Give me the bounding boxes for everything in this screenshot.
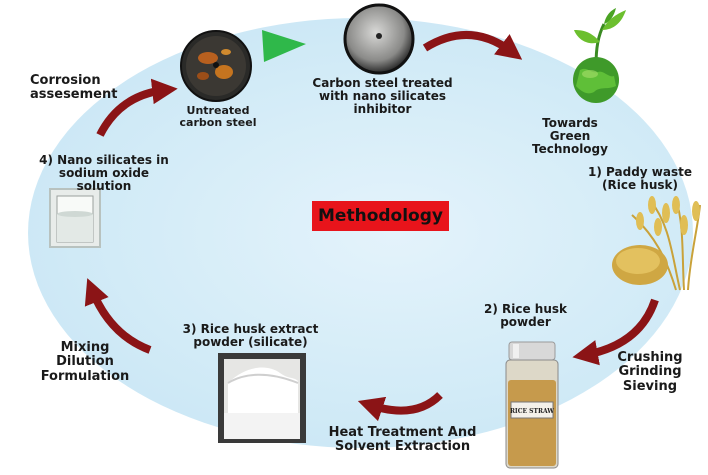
paddy-waste-label: 1) Paddy waste (Rice husk) [588, 165, 692, 193]
globe-sprout-icon [573, 8, 626, 103]
arrow-extract-to-mixing [84, 278, 152, 354]
mixing-step-label: Mixing Dilution Formulation [40, 340, 130, 384]
rice-husk-powder-label: 2) Rice husk powder [483, 302, 567, 330]
green-technology-label: Towards Green Technology [532, 116, 608, 157]
corrosion-assessment-label: Corrosion assesement [30, 73, 118, 103]
rice-powder-bottle-photo: RICE STRAW [505, 341, 559, 469]
untreated-steel-label: Untreated carbon steel [179, 104, 257, 130]
crushing-step-label: Crushing Grinding Sieving [617, 350, 683, 394]
nano-silicates-label: 4) Nano silicates in sodium oxide soluti… [39, 153, 169, 194]
rice-husk-photo [612, 196, 701, 291]
arrow-treated-to-green [422, 31, 523, 60]
heat-treatment-step-label: Heat Treatment And Solvent Extraction [328, 425, 477, 455]
treated-steel-photo [343, 3, 415, 75]
arrow-paddy-to-powder [572, 298, 659, 366]
arrow-powder-to-extract [357, 392, 443, 422]
methodology-title: Methodology [312, 201, 449, 231]
svg-text:RICE STRAW: RICE STRAW [510, 408, 554, 415]
solution-beaker-photo [49, 188, 101, 248]
rice-husk-extract-label: 3) Rice husk extract powder (silicate) [182, 322, 319, 350]
arrow-nano-to-corrosion [96, 78, 178, 137]
silicate-powder-photo [218, 353, 306, 443]
green-arrow-icon [262, 30, 306, 62]
corroded-steel-photo [180, 30, 252, 102]
treated-steel-label: Carbon steel treated with nano silicates… [312, 76, 453, 117]
